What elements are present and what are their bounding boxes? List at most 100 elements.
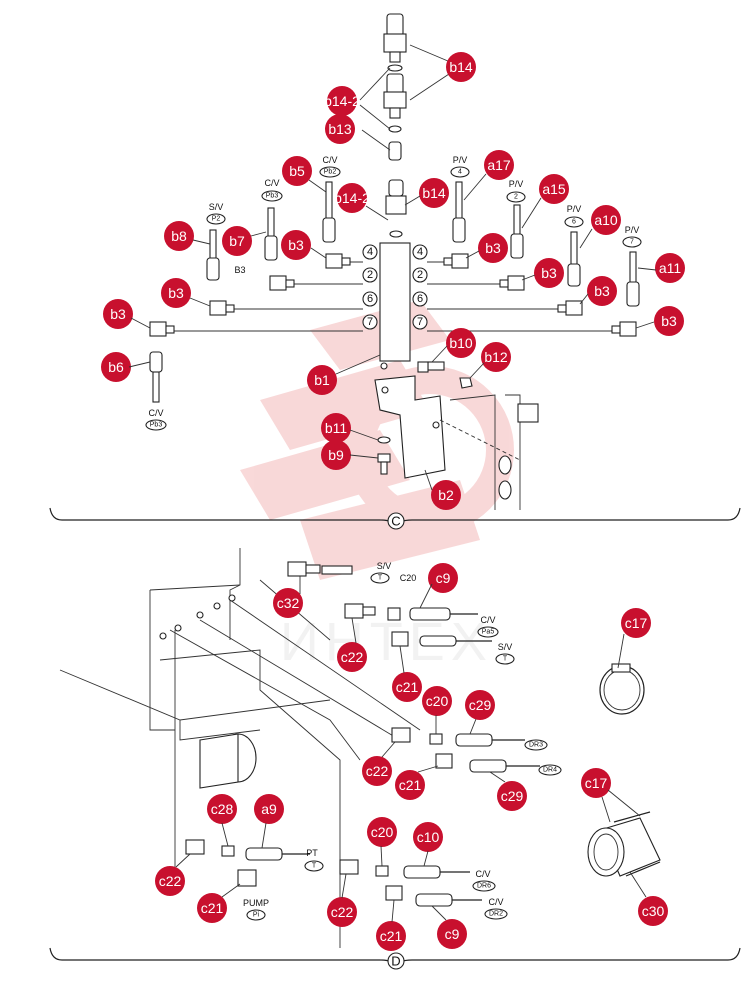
label-cv-dr2: C/V <box>488 897 503 907</box>
port-right-6: 6 <box>417 293 423 305</box>
tag-p2: P2 <box>212 216 221 223</box>
svg-text:a11: a11 <box>659 260 682 276</box>
section-d: S/V T C20 C/V Pa5 S/V T DR3 DR4 PT T PUM… <box>49 548 741 970</box>
svg-text:c10: c10 <box>417 829 440 845</box>
fittings-d <box>185 561 540 907</box>
label-cv-pb2: C/V <box>322 155 337 165</box>
callout-b14-top[interactable]: b14 <box>446 52 476 82</box>
label-c20: C20 <box>400 573 417 583</box>
callout-b3-f[interactable]: b3 <box>103 299 133 329</box>
svg-text:c28: c28 <box>211 801 234 817</box>
label-cv-dr6: C/V <box>475 869 490 879</box>
svg-text:b7: b7 <box>229 233 245 249</box>
leaders-top <box>359 44 456 151</box>
tag-7: 7 <box>630 239 634 246</box>
callout-c20-a[interactable]: c20 <box>422 686 452 716</box>
callout-b14-mid[interactable]: b14 <box>419 178 449 208</box>
callout-a15[interactable]: a15 <box>539 174 569 204</box>
svg-text:c29: c29 <box>469 697 492 713</box>
svg-text:c22: c22 <box>341 649 364 665</box>
tag-pi: Pi <box>253 912 260 919</box>
callout-b3-a[interactable]: b3 <box>281 230 311 260</box>
callout-c22-a[interactable]: c22 <box>337 642 367 672</box>
callout-b3-e[interactable]: b3 <box>587 276 617 306</box>
svg-text:b1: b1 <box>314 372 330 388</box>
label-cv-pb3: C/V <box>264 178 279 188</box>
callout-c29-b[interactable]: c29 <box>497 781 527 811</box>
svg-text:a17: a17 <box>487 157 511 173</box>
callout-c22-d[interactable]: c22 <box>327 897 357 927</box>
manifold-block-b1 <box>379 242 411 370</box>
tag-pa5: Pa5 <box>482 629 495 636</box>
svg-text:b10: b10 <box>449 335 473 351</box>
callout-b2[interactable]: b2 <box>431 480 461 510</box>
svg-text:c21: c21 <box>201 900 224 916</box>
fitting-b6: C/V Pb3 <box>145 351 167 431</box>
section-c-label: C <box>391 514 400 529</box>
label-cv-pb3-bottom: C/V <box>148 408 163 418</box>
callout-b3-g[interactable]: b3 <box>654 306 684 336</box>
label-pv-2: P/V <box>509 179 524 189</box>
callout-b3-d[interactable]: b3 <box>161 278 191 308</box>
callout-a10[interactable]: a10 <box>591 205 621 235</box>
callout-b3-b[interactable]: b3 <box>478 233 508 263</box>
machine-outline <box>59 548 421 948</box>
callout-b10[interactable]: b10 <box>446 328 476 358</box>
callout-b3-c[interactable]: b3 <box>534 258 564 288</box>
callout-b1[interactable]: b1 <box>307 365 337 395</box>
callout-b14-2-mid[interactable]: b14-2 <box>334 183 370 213</box>
tag-2: 2 <box>514 194 518 201</box>
callout-b11[interactable]: b11 <box>321 413 351 443</box>
callout-c30[interactable]: c30 <box>638 896 668 926</box>
section-c-bracket: C <box>49 507 741 530</box>
bracket-b2 <box>374 361 521 479</box>
callout-c17-a[interactable]: c17 <box>621 608 651 638</box>
callout-a9[interactable]: a9 <box>254 794 284 824</box>
callout-c21-a[interactable]: c21 <box>392 672 422 702</box>
callout-c29-a[interactable]: c29 <box>465 690 495 720</box>
label-pv-6: P/V <box>567 204 582 214</box>
label-pv-4: P/V <box>453 155 468 165</box>
hoses-upper <box>206 179 640 307</box>
callout-b9[interactable]: b9 <box>321 440 351 470</box>
callout-c22-b[interactable]: c22 <box>362 756 392 786</box>
callout-c28[interactable]: c28 <box>207 794 237 824</box>
tag-4: 4 <box>458 169 462 176</box>
callout-b12[interactable]: b12 <box>481 342 511 372</box>
callout-c10[interactable]: c10 <box>413 822 443 852</box>
svg-text:c17: c17 <box>625 615 648 631</box>
callout-c9-b[interactable]: c9 <box>437 919 467 949</box>
callout-c21-c[interactable]: c21 <box>197 893 227 923</box>
svg-text:b9: b9 <box>328 447 344 463</box>
svg-text:c29: c29 <box>501 788 524 804</box>
callout-b14-2-top[interactable]: b14-2 <box>324 86 360 116</box>
callout-a17[interactable]: a17 <box>484 150 514 180</box>
callout-c21-d[interactable]: c21 <box>376 921 406 951</box>
callout-b5[interactable]: b5 <box>282 156 312 186</box>
callout-c32[interactable]: c32 <box>273 588 303 618</box>
tag-t-sv: T <box>378 575 383 582</box>
callout-b8[interactable]: b8 <box>164 221 194 251</box>
svg-text:c22: c22 <box>366 763 389 779</box>
callout-c22-c[interactable]: c22 <box>155 866 185 896</box>
label-pump: PUMP <box>243 898 269 908</box>
port-right-2: 2 <box>417 269 423 281</box>
svg-text:b8: b8 <box>171 228 187 244</box>
tag-dr3: DR3 <box>529 742 543 749</box>
callout-c21-b[interactable]: c21 <box>395 770 425 800</box>
watermark-text: ИНТЕХ <box>280 612 493 672</box>
tag-t-pt: T <box>312 863 317 870</box>
tag-pb2: Pb2 <box>324 169 337 176</box>
callout-c20-b[interactable]: c20 <box>367 817 397 847</box>
callout-b6[interactable]: b6 <box>101 352 131 382</box>
callout-c17-b[interactable]: c17 <box>581 768 611 798</box>
hose-clamp-c17 <box>599 663 645 715</box>
label-pt: PT <box>306 848 318 858</box>
callout-c9-a[interactable]: c9 <box>428 563 458 593</box>
callout-a11[interactable]: a11 <box>655 253 685 283</box>
svg-text:b14: b14 <box>422 185 446 201</box>
callout-leaders <box>128 173 657 923</box>
callout-b7[interactable]: b7 <box>222 226 252 256</box>
callout-b13[interactable]: b13 <box>325 114 355 144</box>
